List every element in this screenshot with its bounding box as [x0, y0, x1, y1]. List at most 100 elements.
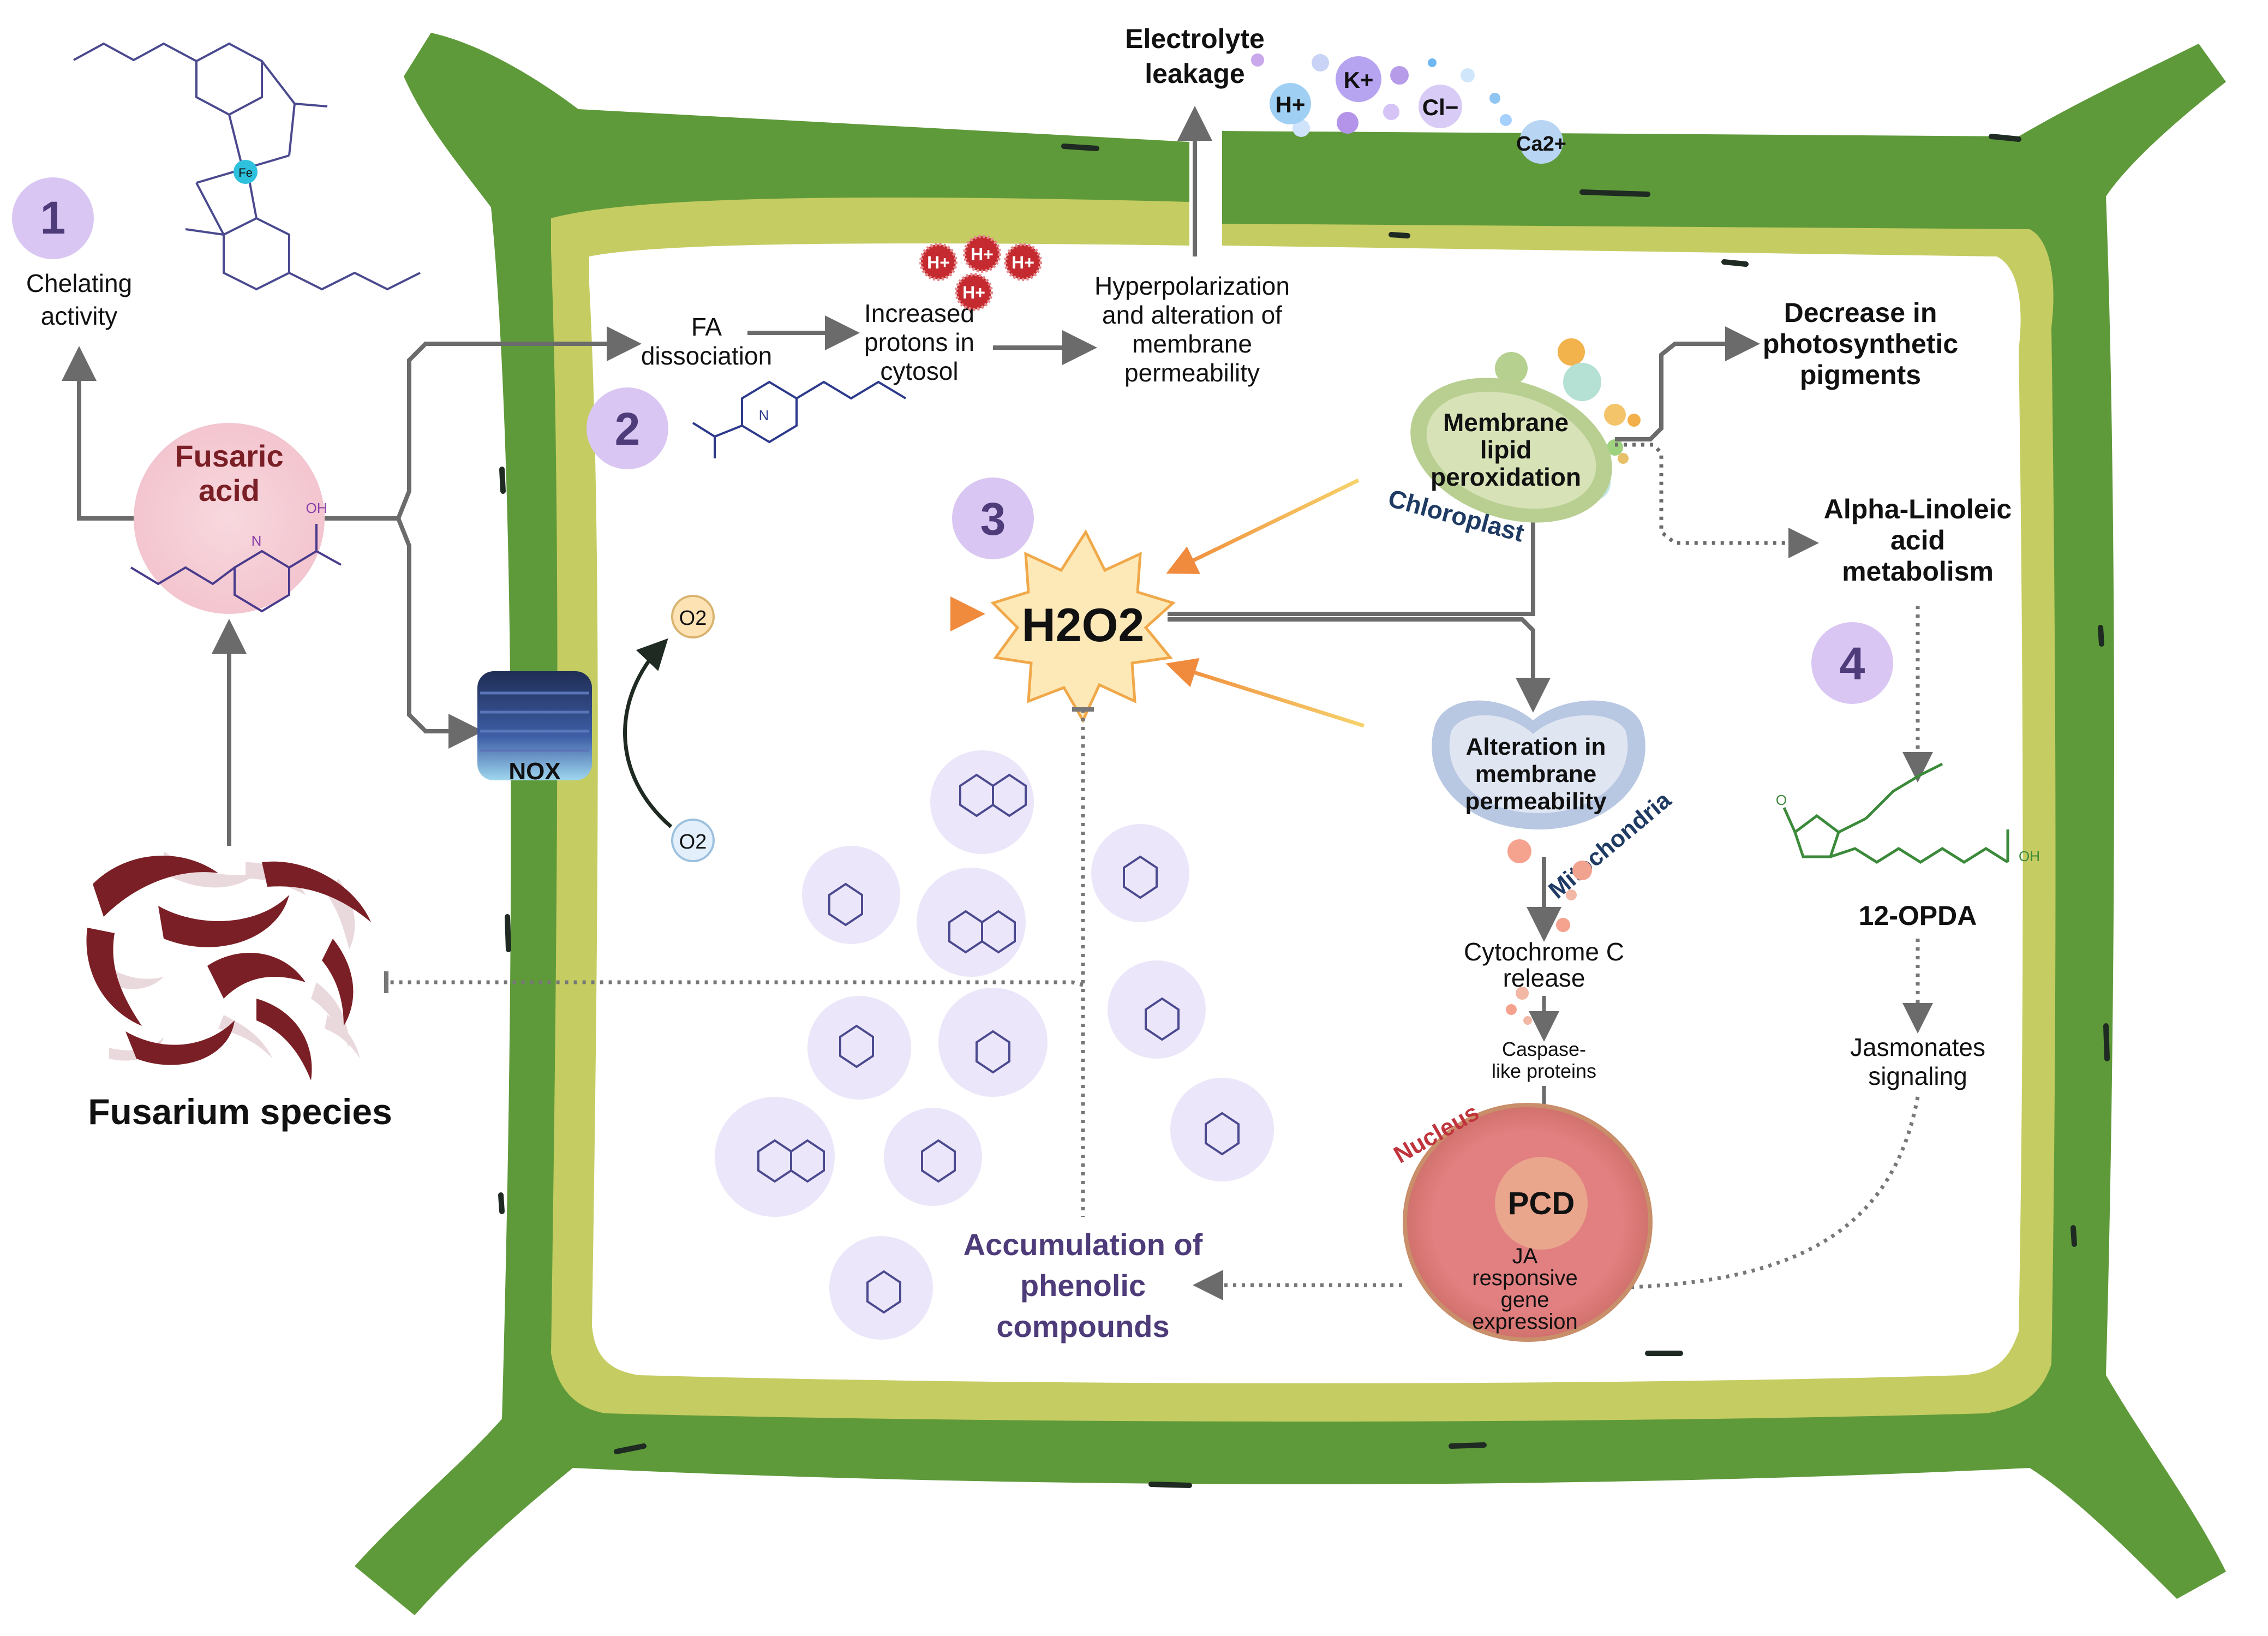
- electrolyte-label-1: Electrolyte: [1125, 23, 1265, 54]
- proton-label: H+: [962, 283, 985, 302]
- alpha-label-1: Alpha-Linoleic: [1824, 494, 2012, 524]
- fusaric-label-1: Fusaric: [175, 439, 283, 473]
- arrow-h2o2-to-chloroplast: [1168, 471, 1551, 616]
- arrow-to-chelating: [62, 346, 134, 521]
- fe-atom: [234, 160, 258, 184]
- fa-dissoc-label-1: FA: [691, 313, 722, 341]
- proton-label: H+: [971, 244, 994, 264]
- cytc-label-1: Cytochrome C: [1464, 938, 1624, 966]
- ion-cl-label: Cl−: [1422, 94, 1459, 120]
- mitochondria: Alteration in membrane permeability Mito…: [1432, 700, 1677, 1181]
- hyperpol-label-3: membrane: [1132, 330, 1252, 358]
- fusaric-arrows: [62, 326, 642, 846]
- chloroplast-inner: [1426, 391, 1596, 509]
- ion-ca-label: Ca2+: [1516, 133, 1566, 156]
- proton-ball: [1004, 243, 1042, 281]
- photo-label-2: photosynthetic: [1763, 329, 1958, 359]
- ion-h-label: H+: [1276, 92, 1306, 117]
- protons-label-2: protons in: [864, 328, 974, 356]
- fusaric-structure: [130, 524, 342, 613]
- fe-label: Fe: [238, 166, 253, 180]
- arrow-to-photosynthetic: [1615, 326, 1760, 441]
- opda-oh: OH: [2019, 848, 2040, 864]
- ja-gene-label-4: expression: [1472, 1310, 1577, 1334]
- mito-label-3: permeability: [1465, 788, 1607, 815]
- step-4-number: 4: [1840, 638, 1865, 689]
- fusarium-spores: [86, 855, 371, 1080]
- mito-label-1: Alteration in: [1466, 733, 1606, 760]
- lipid-label-2: lipid: [1480, 435, 1532, 464]
- fusarium-inhibition-line: [387, 980, 1084, 987]
- fusarate-n: N: [759, 407, 769, 423]
- photo-label-1: Decrease in: [1784, 297, 1937, 328]
- protons-label-1: Increased: [864, 299, 974, 327]
- arrow-to-fa-dissoc: [325, 326, 642, 521]
- lipid-label-1: Membrane: [1443, 408, 1569, 437]
- mitochondria-inner: [1449, 715, 1628, 813]
- fusarate-structure: [692, 380, 907, 458]
- ja-gene-label-2: responsive: [1472, 1266, 1577, 1290]
- fusaric-oh: OH: [306, 500, 327, 516]
- h2o2-label: H2O2: [1022, 599, 1145, 652]
- electrolyte-label-2: leakage: [1145, 58, 1244, 89]
- arrow-h2o2-to-mito: [1168, 617, 1551, 713]
- mito-label-2: membrane: [1475, 761, 1597, 787]
- nox-body: [477, 671, 592, 780]
- nox-complex: NOX: [477, 671, 592, 785]
- photo-label-3: pigments: [1800, 360, 1921, 390]
- ion-h: [1270, 83, 1311, 124]
- fusaric-acid: Fusaric acid OH N: [130, 423, 342, 614]
- protons-label-3: cytosol: [880, 357, 958, 385]
- phenolic-label-3: compounds: [996, 1309, 1169, 1344]
- ion-k: [1336, 56, 1381, 102]
- nucleolus: [1495, 1157, 1588, 1250]
- arrow-jasmonates-to-nucleus: [1585, 1096, 1920, 1303]
- hyperpol-label-1: Hyperpolarization: [1094, 272, 1290, 300]
- arrow-mito-to-h2o2: [1165, 658, 1365, 728]
- hyperpol-label-4: permeability: [1124, 359, 1260, 387]
- hyperpol-label-2: and alteration of: [1102, 301, 1282, 329]
- oxygen-label: O2: [679, 831, 707, 853]
- step-1-circle: [12, 177, 94, 259]
- nucleus: PCD JA responsive gene expression Nucleu…: [1193, 1098, 1653, 1342]
- proton-ball: [919, 243, 958, 281]
- phenolic-label-2: phenolic: [1020, 1268, 1146, 1303]
- oxygen-bubble: [671, 819, 715, 862]
- nox-stripes: [480, 691, 589, 752]
- fusarium-species: Fusarium species: [86, 851, 392, 1132]
- fusaric-n: N: [252, 533, 262, 549]
- ion-bubbles: H+ K+ Cl− Ca2+: [1251, 53, 1566, 164]
- superoxide-label: O2: [679, 607, 707, 630]
- ion-k-label: K+: [1344, 67, 1374, 93]
- step-2: 2 FA dissociation Increased protons in c…: [587, 235, 1290, 469]
- caspase-label-2: like proteins: [1492, 1060, 1596, 1082]
- jasmonates-label-2: signaling: [1868, 1062, 1967, 1090]
- fusaric-label-2: acid: [199, 473, 260, 507]
- chelating-label-1: Chelating: [26, 269, 132, 297]
- chloroplast: Membrane lipid peroxidation Chloroplast …: [1385, 297, 1958, 558]
- step-3-number: 3: [980, 493, 1006, 545]
- proton-ball: [955, 273, 993, 311]
- fusarium-label: Fusarium species: [88, 1091, 392, 1132]
- arrow-to-nox: [396, 517, 483, 749]
- step-3-circle: [952, 477, 1034, 559]
- opda-label: 12-OPDA: [1859, 900, 1977, 931]
- phenolic-compounds: Accumulation of phenolic compounds: [715, 750, 1274, 1344]
- opda-structure: [1782, 762, 2009, 864]
- phenolic-label-1: Accumulation of: [964, 1227, 1203, 1262]
- ja-gene-label-1: JA: [1512, 1244, 1538, 1268]
- fa-dissoc-label-2: dissociation: [641, 342, 772, 370]
- cytc-label-2: release: [1503, 964, 1585, 992]
- wall-texture: [498, 134, 2110, 1488]
- ion-ca: [1519, 120, 1563, 164]
- electrolyte-leakage: Electrolyte leakage H+ K+ Cl− Ca2+: [1125, 23, 1566, 256]
- superoxide-bubble: [671, 595, 715, 638]
- chelating-label-2: activity: [41, 302, 118, 330]
- step-2-circle: [587, 387, 668, 469]
- ja-gene-label-3: gene: [1501, 1288, 1549, 1312]
- ion-cl: [1419, 85, 1462, 128]
- arrow-o2-to-superoxide: [623, 638, 673, 828]
- proton-ball: [963, 235, 1001, 273]
